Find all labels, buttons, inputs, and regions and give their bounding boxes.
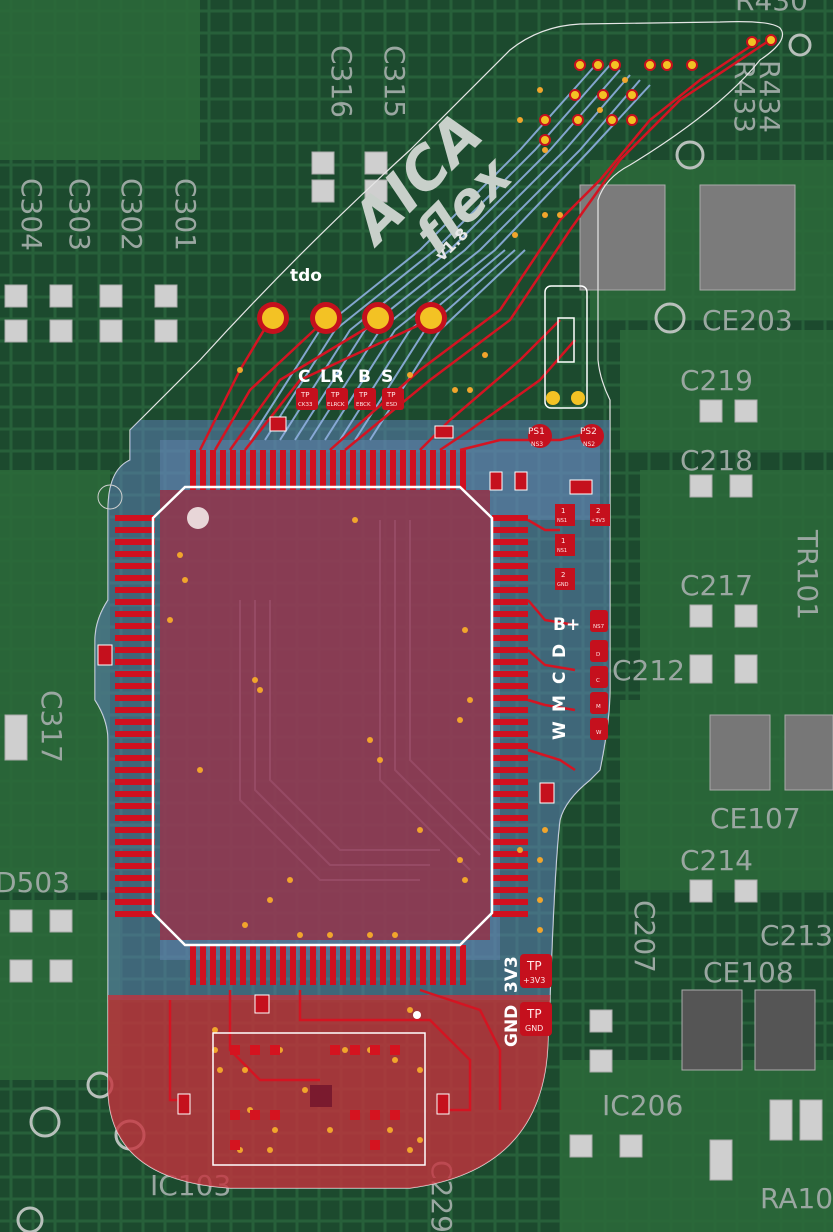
side-tp-d: D (596, 652, 600, 658)
power-pad-3v3: 3V3 TP +3V3 (502, 954, 552, 993)
side-letter-c: C (550, 672, 570, 684)
ref-ce107: CE107 (710, 802, 801, 835)
ref-r434: R434 (753, 60, 786, 133)
header-gold-pads (257, 302, 447, 334)
label-ns3: NS3 (531, 441, 543, 448)
ref-c214: C214 (680, 844, 753, 877)
ref-c301: C301 (169, 178, 202, 251)
label-s: S (381, 367, 393, 387)
qfp-pins-bottom (190, 945, 466, 985)
side-tp-c: C (596, 678, 600, 684)
pin-label-2a: 2 (596, 507, 600, 515)
label-ps1: PS1 (528, 427, 545, 437)
side-testpoints: NS7 D C M W (590, 610, 608, 740)
label-bplus: B+ (553, 615, 580, 635)
underlay-pads (4, 151, 833, 1181)
label-ns2: NS2 (583, 441, 595, 448)
tp-elrck: ELRCK (327, 402, 345, 408)
label-tdo: tdo (290, 266, 322, 286)
power-tp-gnd: TP (526, 1007, 542, 1021)
small-label-ns1b: NS1 (557, 548, 567, 554)
power-label-gnd: GND (502, 1005, 522, 1047)
tp-ck33: CK33 (298, 402, 313, 408)
ref-ra10: RA10 (760, 1182, 833, 1215)
tp-prefix-1: TP (300, 391, 310, 399)
side-letter-w: W (550, 721, 570, 740)
side-tp-w: W (596, 730, 602, 736)
bottom-connector-outline (212, 1032, 426, 1166)
ic-center-pour (160, 490, 490, 940)
ref-c315: C315 (378, 45, 411, 118)
label-b: B (358, 367, 371, 387)
pin1-marker (187, 507, 209, 529)
crosshair-marker (97, 484, 123, 510)
ref-c303: C303 (63, 178, 96, 251)
ref-c317: C317 (35, 690, 68, 763)
top-right-gold-pads (539, 34, 777, 146)
pin-label-2b: 2 (561, 571, 565, 579)
pin-label-1b: 1 (561, 537, 565, 545)
ref-ce108: CE108 (703, 956, 794, 989)
ref-r430: R430 (735, 0, 808, 17)
ref-c302: C302 (115, 178, 148, 251)
side-tp-ns7: NS7 (593, 624, 605, 630)
small-pad-cluster: 1 2 1 2 NS1 +3V3 NS1 GND (555, 504, 610, 590)
ref-c207: C207 (628, 900, 661, 973)
ref-c316: C316 (325, 45, 358, 118)
power-pad-gnd: GND TP GND (502, 1002, 552, 1047)
side-letters: D C M W (550, 644, 570, 740)
qfp-pins-left (115, 515, 155, 917)
pin-label-1a: 1 (561, 507, 565, 515)
label-lr: LR (320, 367, 344, 387)
fiducial-marker (413, 1011, 421, 1019)
tp-ebck: EBCK (356, 402, 371, 408)
small-label-ns1a: NS1 (557, 518, 567, 524)
ref-c304: C304 (15, 178, 48, 251)
ref-c217: C217 (680, 569, 753, 602)
power-net-gnd: GND (525, 1024, 543, 1033)
crystal-component (544, 285, 588, 409)
side-letter-d: D (550, 644, 570, 658)
tp-esd: ESD (386, 402, 397, 408)
flex-board (95, 38, 771, 1189)
via-dots (167, 77, 628, 1153)
ref-c213: C213 (760, 919, 833, 952)
power-tp-3v3: TP (526, 959, 542, 973)
label-c: C (298, 367, 310, 387)
qfp-pins-top (190, 450, 466, 490)
tp-prefix-3: TP (358, 391, 368, 399)
qfp-pins-right (492, 515, 528, 917)
ps-testpoints: PS1 PS2 NS3 NS2 (528, 424, 604, 448)
ref-ic206: IC206 (602, 1089, 683, 1122)
ref-c212: C212 (612, 654, 685, 687)
bottom-connector-pads (230, 1045, 400, 1150)
ref-tr101: TR101 (791, 529, 824, 620)
ref-r433: R433 (728, 60, 761, 133)
power-net-3v3: +3V3 (523, 976, 545, 985)
ref-c219: C219 (680, 364, 753, 397)
label-ps2: PS2 (580, 427, 597, 437)
tp-prefix-2: TP (330, 391, 340, 399)
side-letter-m: M (550, 695, 570, 712)
power-label-3v3: 3V3 (502, 956, 522, 993)
header-signal-labels: C LR B S (298, 367, 393, 387)
side-tp-m: M (596, 704, 601, 710)
ref-ce203: CE203 (702, 304, 793, 337)
small-label-gnd: GND (557, 582, 569, 588)
tp-prefix-4: TP (386, 391, 396, 399)
ref-d503: D503 (0, 866, 70, 899)
qfp-ic-outline (151, 485, 494, 947)
ref-c218: C218 (680, 444, 753, 477)
flex-smd-parts (97, 416, 593, 1115)
small-label-3v3: +3V3 (591, 518, 605, 524)
header-testpoints: TP TP TP TP CK33 ELRCK EBCK ESD (296, 388, 404, 410)
